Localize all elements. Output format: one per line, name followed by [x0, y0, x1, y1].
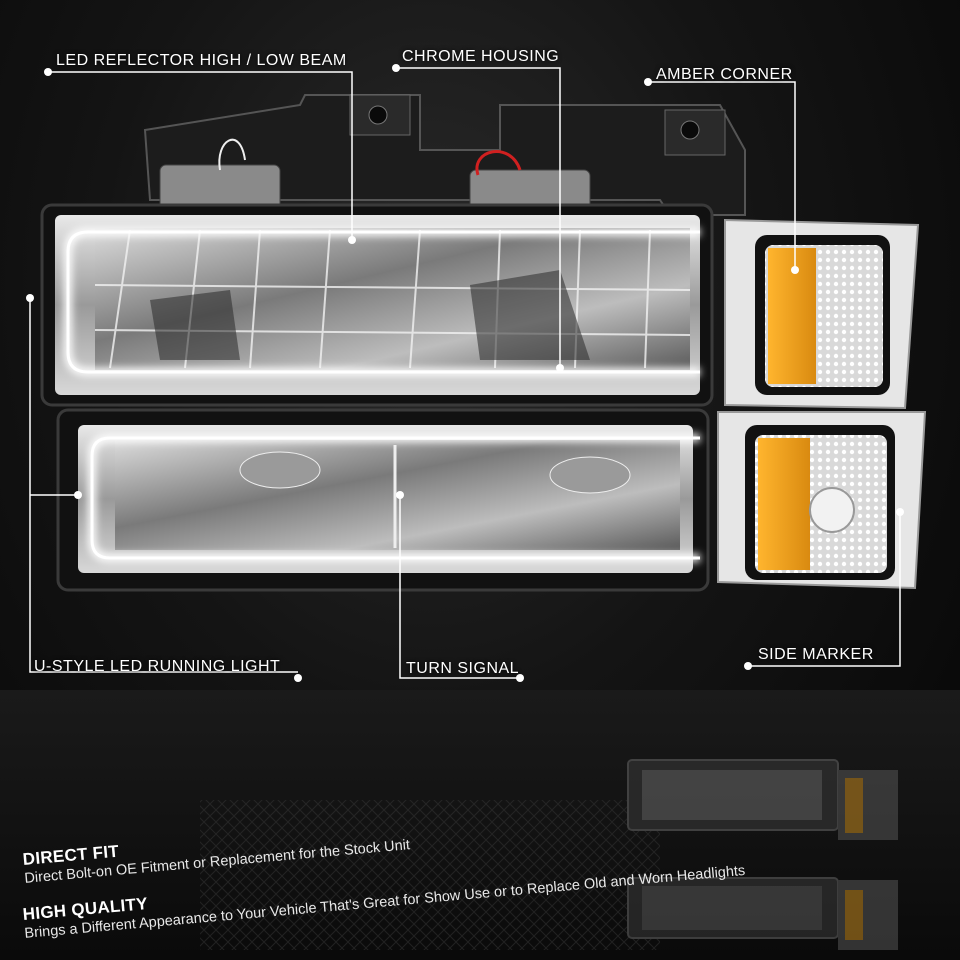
lower-led-strip: [90, 436, 700, 560]
turn-signal-lamp: [56, 408, 710, 592]
chrome-housing-label: CHROME HOUSING: [402, 48, 560, 65]
turn-signal-label: TURN SIGNAL: [406, 660, 520, 677]
led-reflector-label: LED REFLECTOR HIGH / LOW BEAM: [56, 52, 347, 69]
amber-corner-label: AMBER CORNER: [656, 66, 793, 83]
u-style-led-label: U-STYLE LED RUNNING LIGHT: [34, 658, 281, 675]
amber-corner-lamp: [724, 218, 920, 410]
side-marker-label: SIDE MARKER: [758, 646, 874, 663]
upper-led-strip: [66, 230, 700, 374]
side-marker-lamp: [717, 411, 927, 590]
truck-grille-reflection: [200, 759, 898, 950]
callout-lines: [29, 67, 901, 679]
callout-dots: [26, 64, 904, 682]
rear-bracket: [143, 94, 746, 216]
main-headlight: [40, 203, 714, 407]
